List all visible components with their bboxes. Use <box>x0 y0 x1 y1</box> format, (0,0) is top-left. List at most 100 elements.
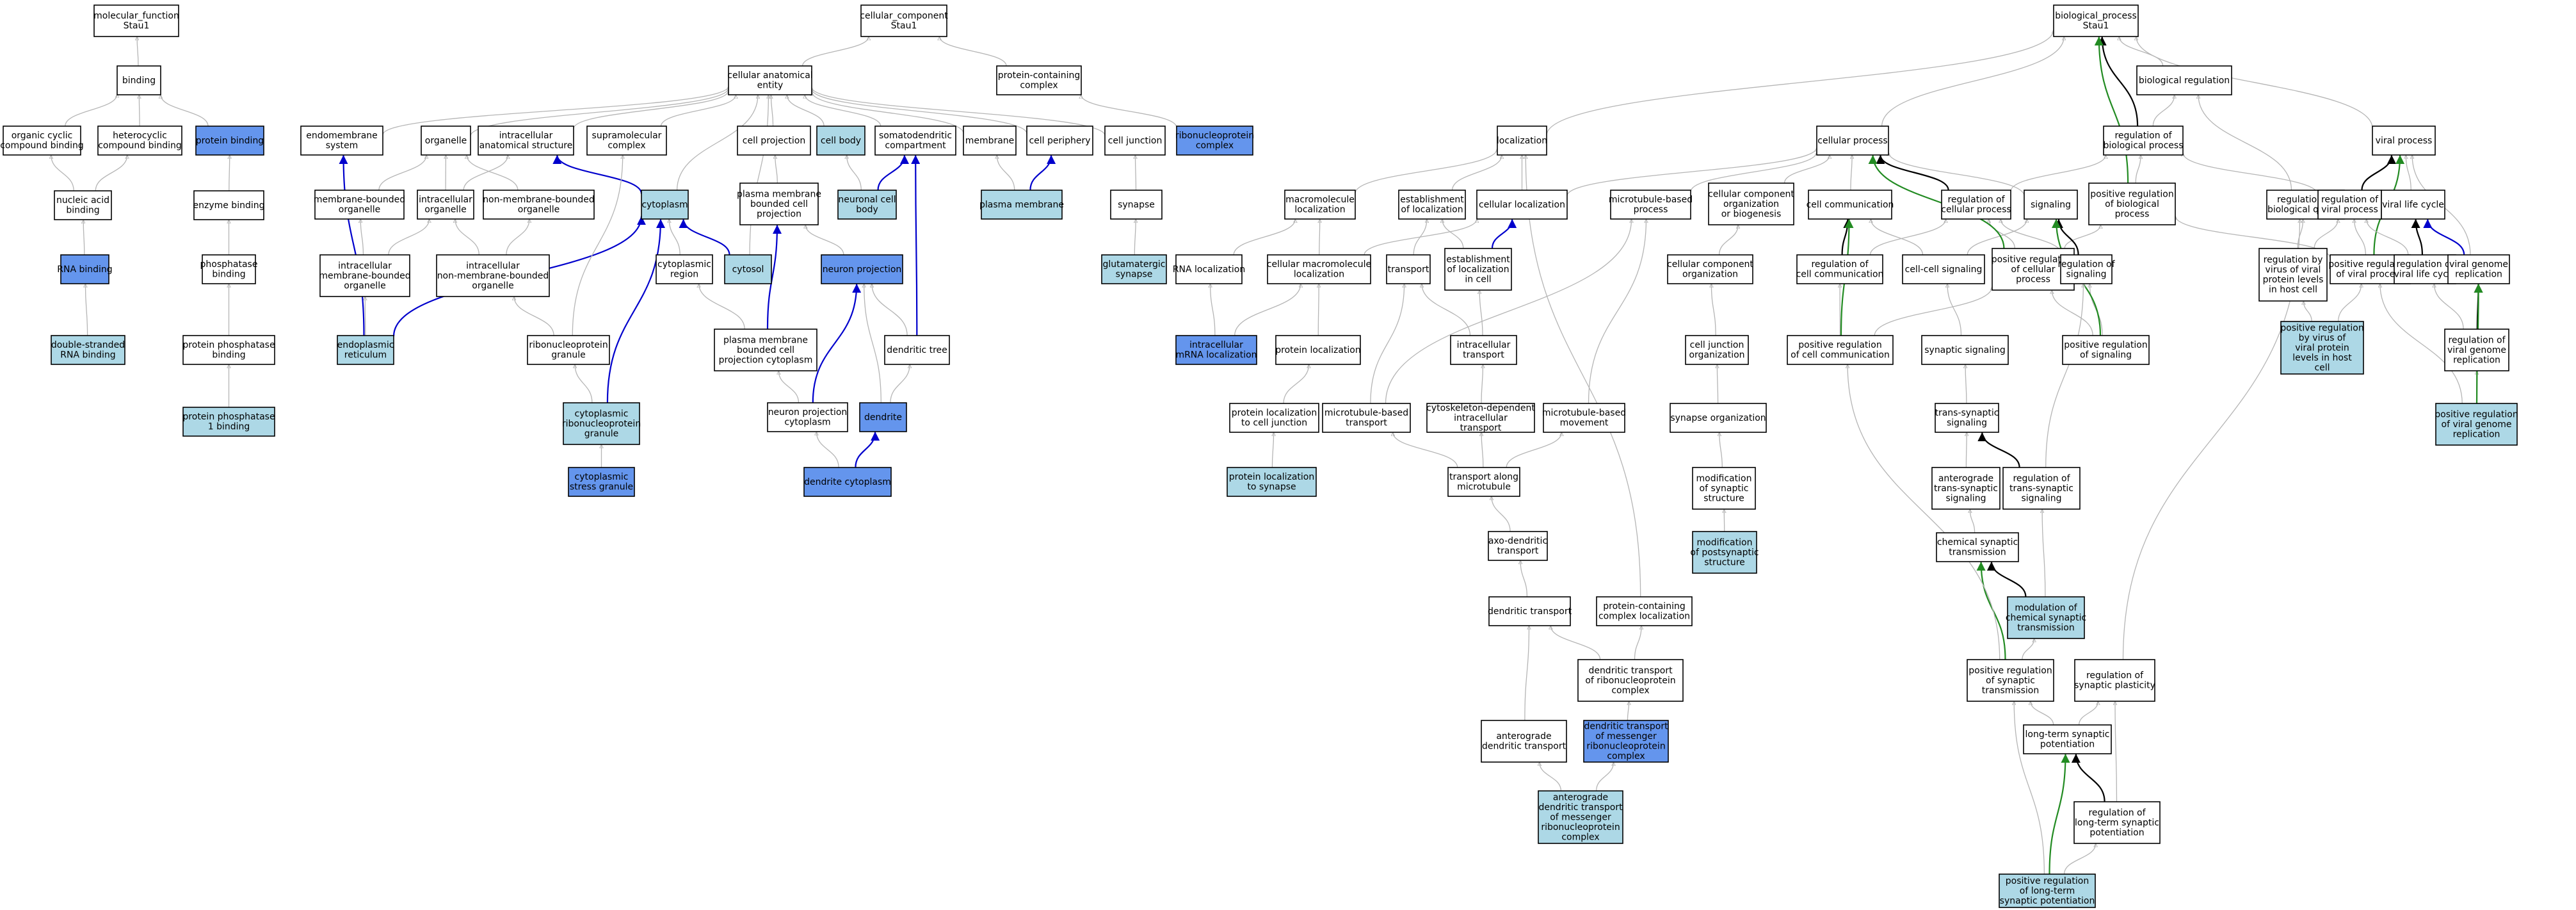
go-term-dendcyto[interactable]: dendrite cytoplasm <box>803 467 892 497</box>
go-term-celljunc[interactable]: cell junction <box>1104 126 1166 156</box>
go-term-cellcomm[interactable]: cell communication <box>1807 190 1894 220</box>
go-term-binding[interactable]: binding <box>117 65 161 95</box>
go-term-cellproc[interactable]: cellular process <box>1816 126 1889 156</box>
go-term-virallife[interactable]: viral life cycle <box>2381 190 2445 220</box>
go-term-synorg[interactable]: synapse organization <box>1670 403 1767 433</box>
go-term-biolreg[interactable]: biological regulation <box>2136 65 2232 95</box>
go-term-viralproc[interactable]: viral process <box>2372 126 2436 156</box>
go-term-signaling[interactable]: signaling <box>2024 190 2078 220</box>
go-term-membrane[interactable]: membrane <box>963 126 1017 156</box>
go-term-protbind[interactable]: protein binding <box>195 126 264 156</box>
go-term-cytoplasm[interactable]: cytoplasm <box>641 190 689 220</box>
go-term-cellbody[interactable]: cell body <box>816 126 865 156</box>
go-term-dendtrans[interactable]: dendritic transport <box>1488 596 1572 626</box>
go-term-transport[interactable]: transport <box>1386 254 1431 284</box>
go-term-neurproj[interactable]: neuron projection <box>821 254 903 284</box>
go-term-rnaloc[interactable]: RNA localization <box>1173 254 1245 284</box>
go-term-organelle[interactable]: organelle <box>421 126 471 156</box>
go-term-intranonmem[interactable]: intracellularnon-membrane-boundedorganel… <box>436 254 550 297</box>
go-term-rnabind[interactable]: RNA binding <box>57 254 113 284</box>
go-term-synapse[interactable]: synapse <box>1110 190 1163 220</box>
go-term-cellloc[interactable]: cellular localization <box>1476 190 1568 220</box>
go-term-plasmamem[interactable]: plasma membrane <box>979 190 1064 220</box>
go-term-localization[interactable]: localization <box>1497 126 1547 156</box>
go-term-cellperi[interactable]: cell periphery <box>1026 126 1093 156</box>
go-term-synsignal[interactable]: synaptic signaling <box>1921 335 2009 365</box>
go-term-dendrite[interactable]: dendrite <box>859 402 907 432</box>
go-term-protloc[interactable]: protein localization <box>1275 335 1361 365</box>
go-term-cellproj[interactable]: cell projection <box>737 126 811 156</box>
